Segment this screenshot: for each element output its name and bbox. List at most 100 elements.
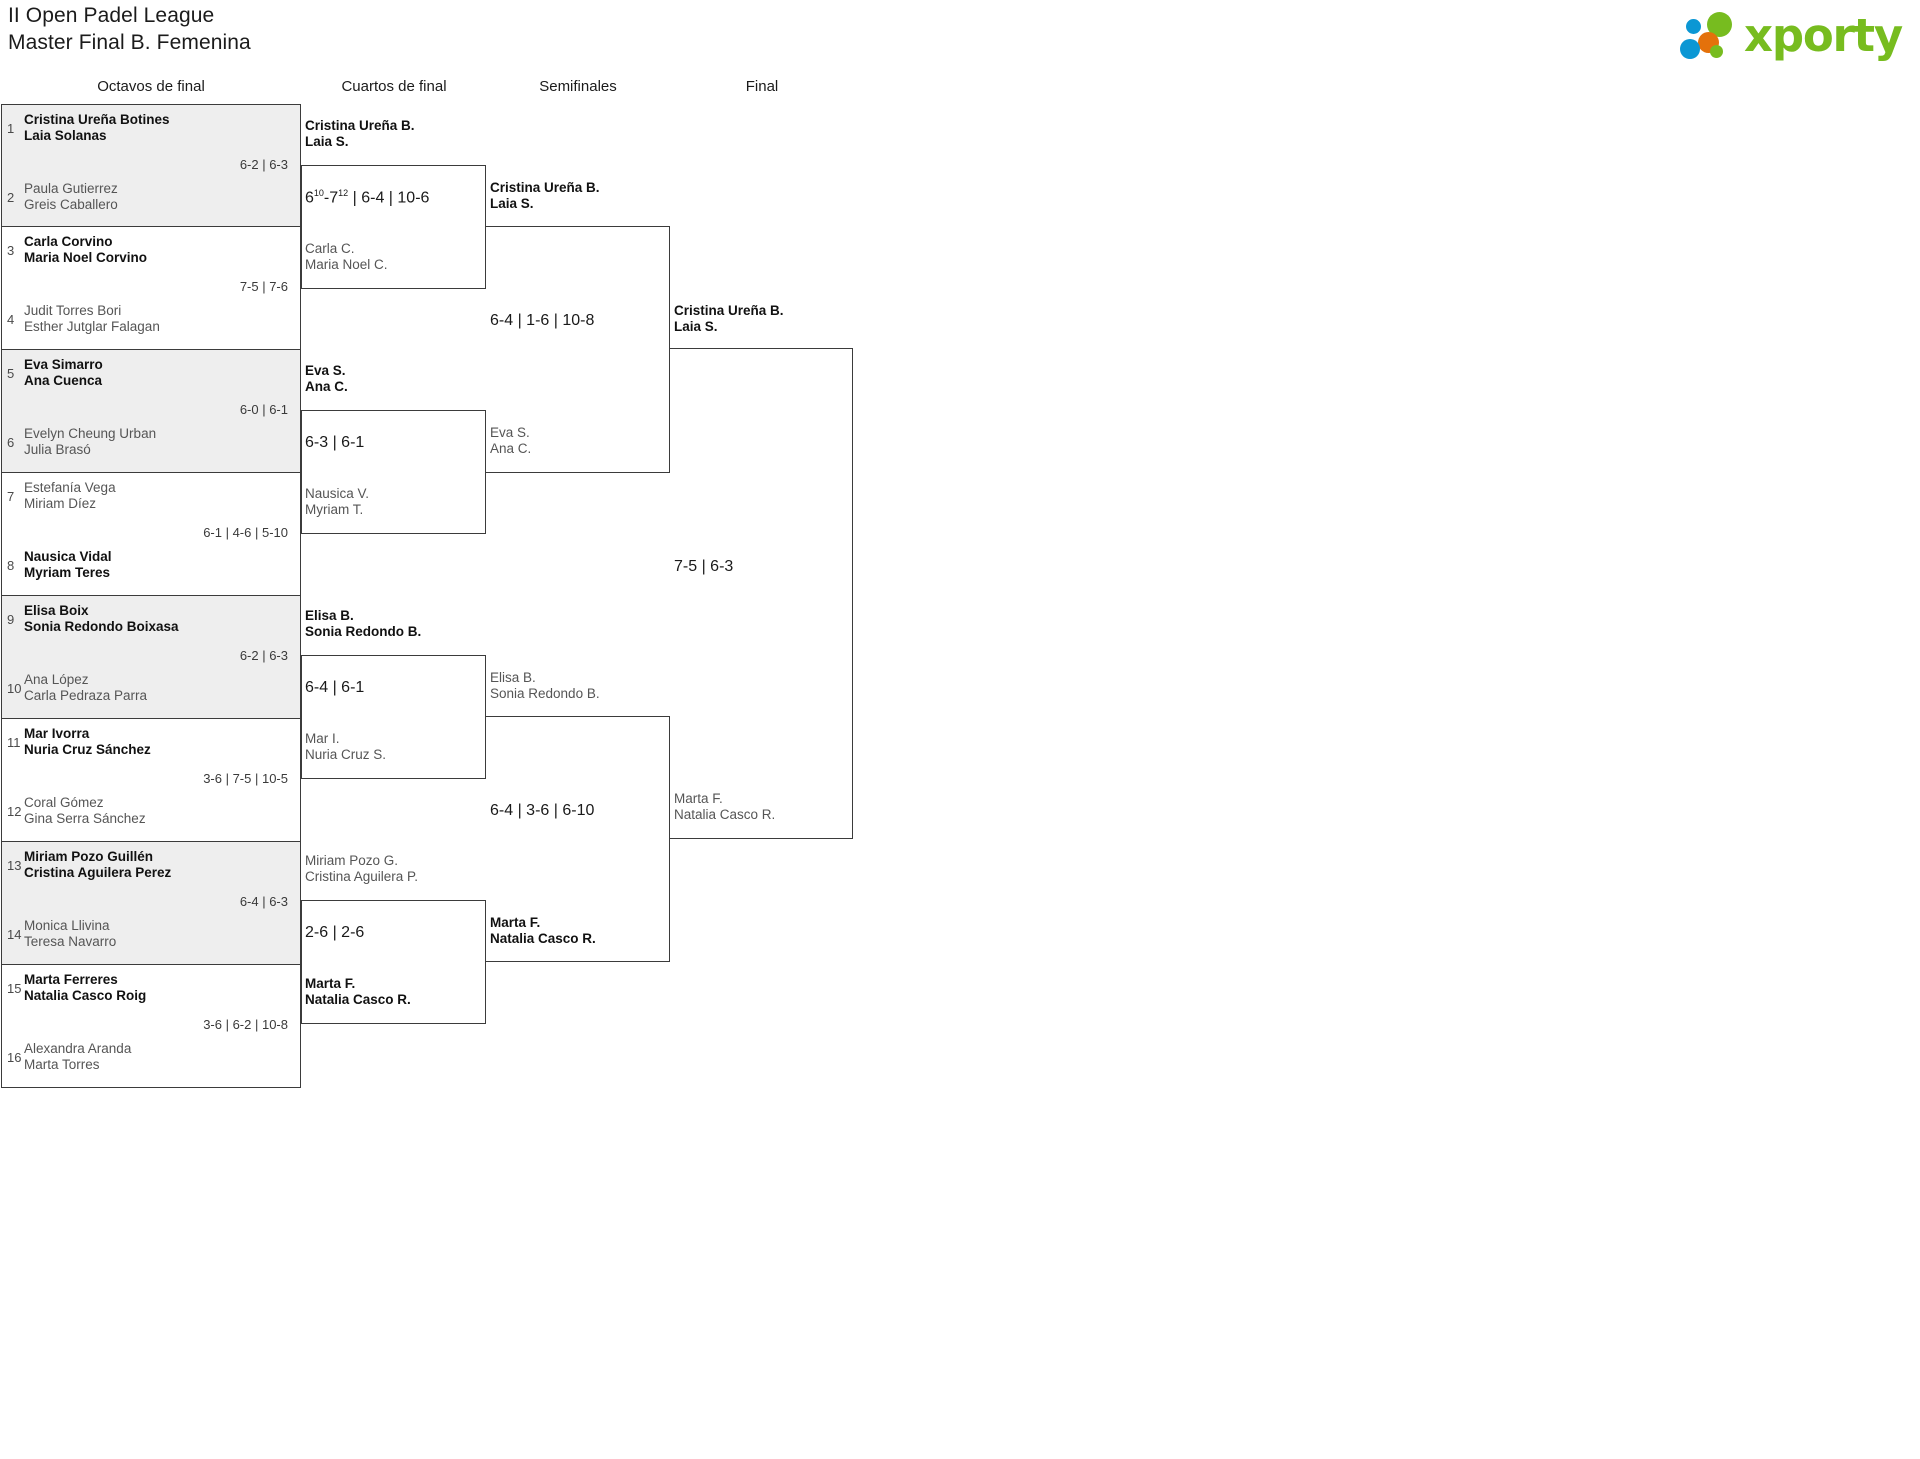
xporty-logo: xporty xyxy=(1680,8,1903,62)
match-qf-2-score: 6-3 | 6-1 xyxy=(305,434,365,451)
title-line-1: II Open Padel League xyxy=(8,4,215,27)
round-label-cuartos: Cuartos de final xyxy=(341,78,447,95)
team-top: Cristina Ureña B.Laia S. xyxy=(305,118,415,149)
title-line-2: Master Final B. Femenina xyxy=(8,31,251,54)
match-sf-2-score: 6-4 | 3-6 | 6-10 xyxy=(490,802,595,819)
match-sf-1-score: 6-4 | 1-6 | 10-8 xyxy=(490,312,595,329)
connector-qf3-top xyxy=(301,655,486,656)
logo-dot-blue-large-icon xyxy=(1680,39,1700,59)
match-score: 6-2 | 6-3 xyxy=(239,648,288,663)
seed-number: 6 xyxy=(7,435,15,450)
connector-qf4-left xyxy=(301,900,302,1024)
team-top: Eva S.Ana C. xyxy=(305,363,348,394)
connector-qf3-left xyxy=(301,655,302,779)
seed-number: 13 xyxy=(7,858,22,873)
seed-number: 1 xyxy=(7,121,15,136)
seed-number: 14 xyxy=(7,927,22,942)
connector-sf1-right xyxy=(669,226,670,473)
logo-dot-blue-small-icon xyxy=(1686,19,1701,34)
connector-qf4-right xyxy=(485,900,486,1024)
connector-qf1-left xyxy=(301,165,302,289)
connector-qf3-right xyxy=(485,655,486,779)
seed-number: 7 xyxy=(7,489,15,504)
connector-qf2-bottom xyxy=(301,533,486,534)
round-label-semifinales: Semifinales xyxy=(539,78,617,95)
connector-final-top xyxy=(669,348,853,349)
team-top: Cristina Ureña B.Laia S. xyxy=(674,303,784,334)
team-bottom: Eva S.Ana C. xyxy=(490,425,532,456)
connector-sf2-top xyxy=(485,716,670,717)
connector-sf2-bottom xyxy=(485,961,670,962)
round-label-final: Final xyxy=(745,78,779,95)
match-qf-3-score: 6-4 | 6-1 xyxy=(305,679,365,696)
connector-final-right xyxy=(852,348,853,839)
seed-number: 9 xyxy=(7,612,15,627)
seed-number: 15 xyxy=(7,981,22,996)
connector-qf3-bottom xyxy=(301,778,486,779)
match-final-score: 7-5 | 6-3 xyxy=(674,558,734,575)
team-bottom: Marta F.Natalia Casco R. xyxy=(305,976,411,1007)
match-score: 6-2 | 6-3 xyxy=(239,157,288,172)
page-title: II Open Padel League Master Final B. Fem… xyxy=(8,2,251,56)
connector-qf1-top xyxy=(301,165,486,166)
seed-number: 4 xyxy=(7,312,15,327)
team-top: Elisa B.Sonia Redondo B. xyxy=(305,608,422,639)
team-bottom: Carla C.Maria Noel C. xyxy=(305,241,388,272)
seed-number: 5 xyxy=(7,366,15,381)
seed-number: 12 xyxy=(7,804,22,819)
connector-qf1-bottom xyxy=(301,288,486,289)
seed-number: 8 xyxy=(7,558,15,573)
team-bottom: Marta F.Natalia Casco R. xyxy=(674,791,776,822)
connector-sf2-right xyxy=(669,716,670,962)
round-label-octavos: Octavos de final xyxy=(97,78,205,95)
team-top: Miriam Pozo G.Cristina Aguilera P. xyxy=(305,853,419,884)
connector-qf2-top xyxy=(301,410,486,411)
seed-number: 2 xyxy=(7,190,15,205)
logo-wordmark: xporty xyxy=(1744,8,1903,62)
team-top: Elisa B.Sonia Redondo B. xyxy=(490,670,600,701)
match-score: 6-1 | 4-6 | 5-10 xyxy=(203,525,288,540)
seed-number: 10 xyxy=(7,681,22,696)
match-score: 3-6 | 7-5 | 10-5 xyxy=(203,771,288,786)
connector-final-bottom xyxy=(669,838,853,839)
match-score: 3-6 | 6-2 | 10-8 xyxy=(203,1017,288,1032)
connector-sf1-top xyxy=(485,226,670,227)
logo-dots-icon xyxy=(1680,10,1742,60)
seed-number: 16 xyxy=(7,1050,22,1065)
team-top: Cristina Ureña B.Laia S. xyxy=(490,180,600,211)
connector-qf4-bottom xyxy=(301,1023,486,1024)
connector-sf1-bottom xyxy=(485,472,670,473)
seed-number: 11 xyxy=(7,735,21,750)
team-bottom: Marta F.Natalia Casco R. xyxy=(490,915,596,946)
match-qf-1-score: 610-712 | 6-4 | 10-6 xyxy=(305,188,430,207)
match-qf-4-score: 2-6 | 2-6 xyxy=(305,924,365,941)
connector-qf1-right xyxy=(485,165,486,289)
connector-qf2-left xyxy=(301,410,302,534)
connector-qf4-top xyxy=(301,900,486,901)
match-score: 7-5 | 7-6 xyxy=(239,279,288,294)
team-bottom: Nausica V.Myriam T. xyxy=(305,486,370,517)
